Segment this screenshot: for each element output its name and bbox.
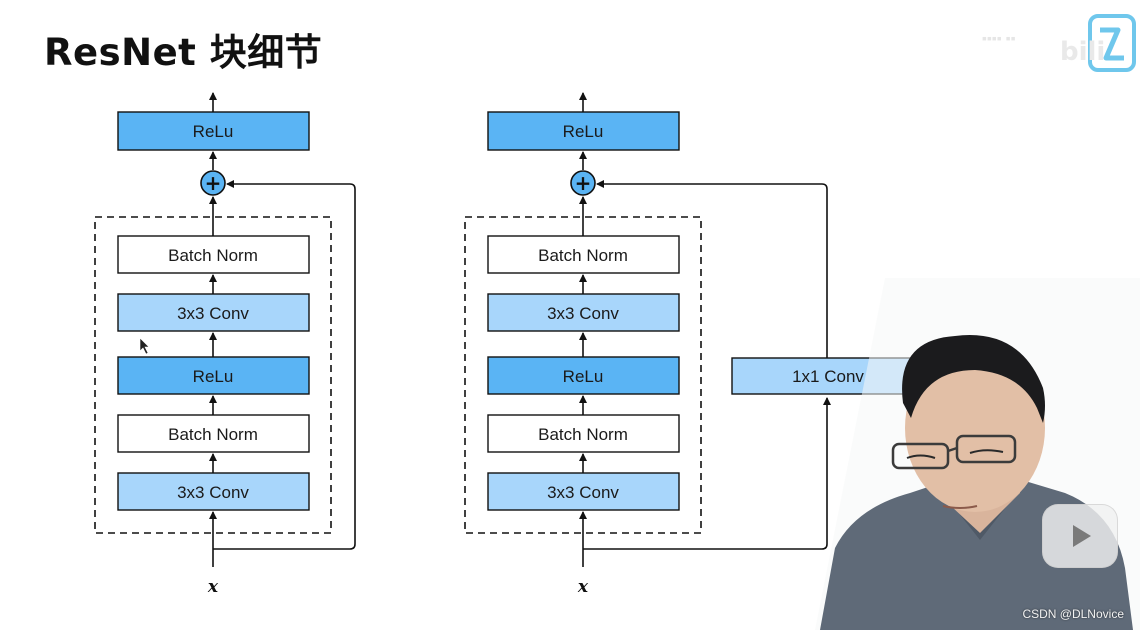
mouse-cursor-icon bbox=[139, 337, 150, 355]
left-add-node bbox=[200, 170, 226, 196]
left-add-symbol: + bbox=[205, 171, 222, 195]
left-input-label: x bbox=[207, 577, 219, 597]
right-layer-box-5 bbox=[487, 472, 680, 511]
right-layer-label-1: Batch Norm bbox=[538, 246, 628, 265]
right-layer-box-3 bbox=[487, 356, 680, 395]
watermark-text: CSDN @DLNovice bbox=[1022, 607, 1124, 621]
left-layer-label-1: Batch Norm bbox=[168, 246, 258, 265]
right-layer-label-4: Batch Norm bbox=[538, 425, 628, 444]
left-output-relu-box bbox=[117, 111, 310, 151]
right-output-relu-box bbox=[487, 111, 680, 151]
left-layer-box-3 bbox=[117, 356, 310, 395]
logo-faint-text: ▪▪▪▪ ▪▪ bbox=[982, 30, 1016, 46]
left-layer-label-3: ReLu bbox=[193, 367, 234, 386]
left-skip-connection bbox=[213, 180, 356, 550]
presenter-video-overlay bbox=[815, 278, 1140, 630]
right-add-symbol: + bbox=[575, 171, 592, 195]
play-button[interactable] bbox=[1042, 504, 1118, 568]
right-input-label: x bbox=[577, 577, 589, 597]
right-layer-box-1 bbox=[487, 235, 680, 274]
right-layer-box-4 bbox=[487, 414, 680, 453]
right-add-node bbox=[570, 170, 596, 196]
left-layer-label-5: 3x3 Conv bbox=[177, 483, 249, 502]
left-resnet-block: ReLu + Batch Norm 3x3 Conv ReLu Batch No… bbox=[94, 92, 356, 597]
left-layer-box-1 bbox=[117, 235, 310, 274]
right-output-relu-label: ReLu bbox=[563, 122, 604, 141]
right-shortcut-upper bbox=[596, 180, 828, 358]
left-layer-box-2 bbox=[117, 293, 310, 332]
right-shortcut-conv-label: 1x1 Conv bbox=[792, 367, 864, 386]
svg-text:bili: bili bbox=[1060, 37, 1105, 67]
left-layer-box-5 bbox=[117, 472, 310, 511]
right-layer-label-5: 3x3 Conv bbox=[547, 483, 619, 502]
right-layer-label-3: ReLu bbox=[563, 367, 604, 386]
bilibili-logo-icon: bili bbox=[1060, 14, 1136, 72]
left-output-relu-label: ReLu bbox=[193, 122, 234, 141]
left-layer-label-4: Batch Norm bbox=[168, 425, 258, 444]
right-layer-box-2 bbox=[487, 293, 680, 332]
right-layer-label-2: 3x3 Conv bbox=[547, 304, 619, 323]
left-layer-box-4 bbox=[117, 414, 310, 453]
left-layer-label-2: 3x3 Conv bbox=[177, 304, 249, 323]
play-icon bbox=[1073, 525, 1091, 547]
right-resnet-block: ReLu + Batch Norm 3x3 Conv ReLu Batch No… bbox=[464, 92, 925, 597]
right-shortcut-lower bbox=[583, 397, 831, 550]
page-title: ResNet 块细节 bbox=[44, 31, 323, 74]
